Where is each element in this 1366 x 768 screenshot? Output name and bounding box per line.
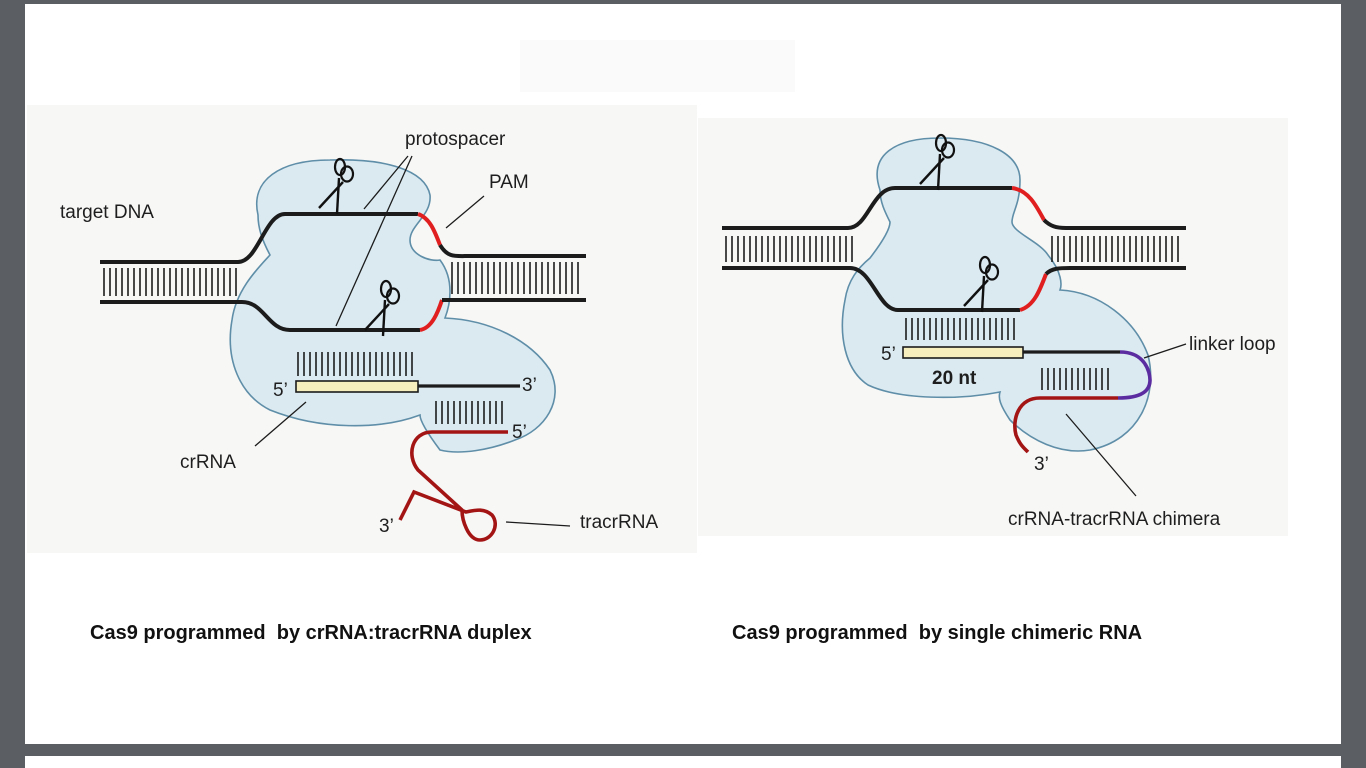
- left-caption: Cas9 programmed by crRNA:tracrRNA duplex: [90, 622, 532, 644]
- crrna-three-prime-label: 3’: [522, 375, 537, 396]
- right-caption: Cas9 programmed by single chimeric RNA: [732, 622, 1143, 644]
- tracrrna-strand: [398, 430, 508, 542]
- target-dna-label: target DNA: [60, 202, 154, 223]
- right-cas9-complex: 5’ 20 nt linker loop 3’ crRNA-tracrRNA c…: [722, 133, 1276, 530]
- chimera-tracr-strand: [1013, 396, 1118, 454]
- guide-five-prime-label: 5’: [881, 344, 896, 365]
- cas9-protein-lobes: [841, 137, 1152, 452]
- chimera-label: crRNA-tracrRNA chimera: [1008, 509, 1221, 530]
- guide-spacer-box: [902, 346, 1024, 359]
- next-slide-edge: [25, 756, 1341, 768]
- tracrrna-five-prime-label: 5’: [512, 422, 527, 443]
- tracrrna-three-prime-label: 3’: [379, 516, 394, 537]
- tracrrna-label: tracrRNA: [580, 512, 658, 533]
- pam-label: PAM: [489, 172, 529, 193]
- crrna-label: crRNA: [180, 452, 236, 473]
- linker-loop-strand: [1117, 350, 1152, 400]
- crrna-spacer-box: [295, 380, 419, 393]
- linker-loop-label: linker loop: [1189, 334, 1276, 355]
- title-placeholder: [520, 40, 795, 92]
- chimera-three-prime-label: 3’: [1034, 454, 1049, 475]
- left-cas9-complex: protospacer PAM target DNA 5’ 3’ 5’ 3’ c…: [60, 129, 658, 542]
- crrna-five-prime-label: 5’: [273, 380, 288, 401]
- spacer-length-label: 20 nt: [932, 368, 977, 389]
- protospacer-label: protospacer: [405, 129, 506, 150]
- cas9-protein-lobes: [229, 158, 556, 453]
